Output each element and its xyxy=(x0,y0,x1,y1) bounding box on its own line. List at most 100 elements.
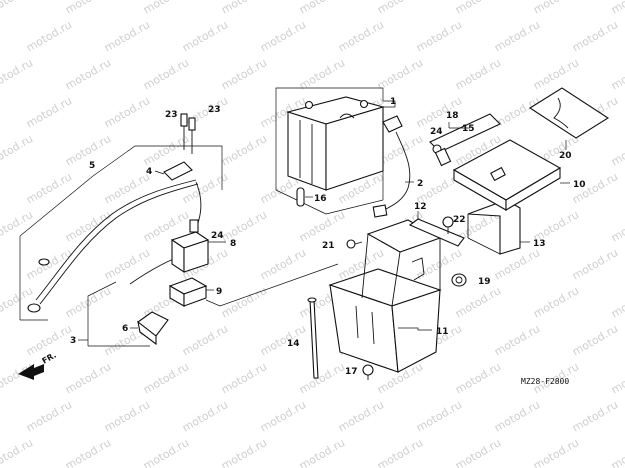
front-direction-arrow xyxy=(18,364,44,380)
callout-11: 11 xyxy=(436,327,449,337)
watermark-text: motod.ru xyxy=(297,0,347,17)
watermark-text: motod.ru xyxy=(102,18,152,54)
watermark-text: motod.ru xyxy=(0,284,35,320)
watermark-text: motod.ru xyxy=(63,56,113,92)
callout-19: 19 xyxy=(478,277,491,287)
callout-8: 8 xyxy=(230,239,236,249)
watermark-text: motod.ru xyxy=(531,436,581,468)
watermark-text: motod.ru xyxy=(141,436,191,468)
callout-2: 2 xyxy=(417,179,423,189)
callout-23-right: 23 xyxy=(208,105,221,115)
callout-16: 16 xyxy=(314,194,327,204)
watermark-text: motod.ru xyxy=(24,94,74,130)
battery-band-rod xyxy=(307,297,319,379)
callout-17: 17 xyxy=(345,367,358,377)
bolt-23 xyxy=(180,113,196,154)
front-direction-label: FR. xyxy=(41,351,58,366)
watermark-text: motod.ru xyxy=(375,56,425,92)
callout-12: 12 xyxy=(414,202,427,212)
watermark-text: motod.ru xyxy=(531,284,581,320)
callout-20: 20 xyxy=(559,151,572,161)
watermark-text: motod.ru xyxy=(219,284,269,320)
callout-21: 21 xyxy=(322,241,335,251)
battery-stay-12 xyxy=(408,216,465,247)
watermark-text: motod.ru xyxy=(570,18,620,54)
battery-cover-10 xyxy=(452,139,562,211)
watermark-text: motod.ru xyxy=(531,0,581,17)
watermark-text: motod.ru xyxy=(414,398,464,434)
watermark-text: motod.ru xyxy=(492,18,542,54)
watermark-text: motod.ru xyxy=(492,398,542,434)
watermark-text: motod.ru xyxy=(570,246,620,282)
bolt-17 xyxy=(362,364,374,380)
rubber-cushion-19 xyxy=(451,273,467,287)
watermark-text: motod.ru xyxy=(609,284,625,320)
bolt-21 xyxy=(346,239,363,249)
watermark-text: motod.ru xyxy=(102,170,152,206)
watermark-text: motod.ru xyxy=(297,436,347,468)
watermark-text: motod.ru xyxy=(102,94,152,130)
watermark-text: motod.ru xyxy=(180,322,230,358)
battery-positive-cable xyxy=(372,115,411,218)
watermark-text: motod.ru xyxy=(336,398,386,434)
callout-13: 13 xyxy=(533,239,546,249)
starter-relay-8 xyxy=(170,219,210,274)
watermark-text: motod.ru xyxy=(219,56,269,92)
watermark-text: motod.ru xyxy=(219,436,269,468)
watermark-text: motod.ru xyxy=(0,208,35,244)
cable-clip-4 xyxy=(154,161,193,181)
watermark-text: motod.ru xyxy=(141,0,191,17)
callout-3: 3 xyxy=(70,336,76,346)
callout-9: 9 xyxy=(216,287,222,297)
watermark-text: motod.ru xyxy=(570,322,620,358)
watermark-text: motod.ru xyxy=(219,360,269,396)
watermark-text: motod.ru xyxy=(141,360,191,396)
battery xyxy=(286,96,386,191)
watermark-text: motod.ru xyxy=(453,360,503,396)
watermark-text: motod.ru xyxy=(258,398,308,434)
callout-10: 10 xyxy=(573,180,586,190)
watermark-text: motod.ru xyxy=(102,398,152,434)
watermark-text: motod.ru xyxy=(492,94,542,130)
watermark-text: motod.ru xyxy=(0,0,35,17)
watermark-text: motod.ru xyxy=(531,56,581,92)
callout-18: 18 xyxy=(446,111,459,121)
watermark-text: motod.ru xyxy=(609,360,625,396)
watermark-text: motod.ru xyxy=(375,0,425,17)
watermark-text: motod.ru xyxy=(219,0,269,17)
callout-22: 22 xyxy=(453,215,466,225)
watermark-text: motod.ru xyxy=(24,246,74,282)
watermark-text: motod.ru xyxy=(141,56,191,92)
watermark-text: motod.ru xyxy=(0,56,35,92)
callout-4: 4 xyxy=(146,167,152,177)
watermark-text: motod.ru xyxy=(63,0,113,17)
watermark-text: motod.ru xyxy=(0,132,35,168)
callout-1: 1 xyxy=(390,97,396,107)
callout-6: 6 xyxy=(122,324,128,334)
watermark-text: motod.ru xyxy=(24,170,74,206)
watermark-text: motod.ru xyxy=(453,0,503,17)
watermark-text: motod.ru xyxy=(375,436,425,468)
callout-5: 5 xyxy=(89,161,95,171)
watermark-text: motod.ru xyxy=(63,360,113,396)
callout-14: 14 xyxy=(287,339,300,349)
watermark-text: motod.ru xyxy=(297,360,347,396)
watermark-text: motod.ru xyxy=(609,56,625,92)
watermark-text: motod.ru xyxy=(219,132,269,168)
watermark-text: motod.ru xyxy=(570,398,620,434)
diagram-code: MZ28-F2800 xyxy=(521,377,569,386)
watermark-text: motod.ru xyxy=(609,0,625,17)
watermark-text: motod.ru xyxy=(24,18,74,54)
watermark-text: motod.ru xyxy=(609,436,625,468)
watermark-text: motod.ru xyxy=(297,56,347,92)
watermark-text: motod.ru xyxy=(609,208,625,244)
watermark-text: motod.ru xyxy=(180,18,230,54)
callout-24-relay: 24 xyxy=(211,231,224,241)
watermark-text: motod.ru xyxy=(180,398,230,434)
battery-band-15 xyxy=(429,113,501,167)
watermark-text: motod.ru xyxy=(0,436,35,468)
callout-24-strap: 24 xyxy=(430,127,443,137)
